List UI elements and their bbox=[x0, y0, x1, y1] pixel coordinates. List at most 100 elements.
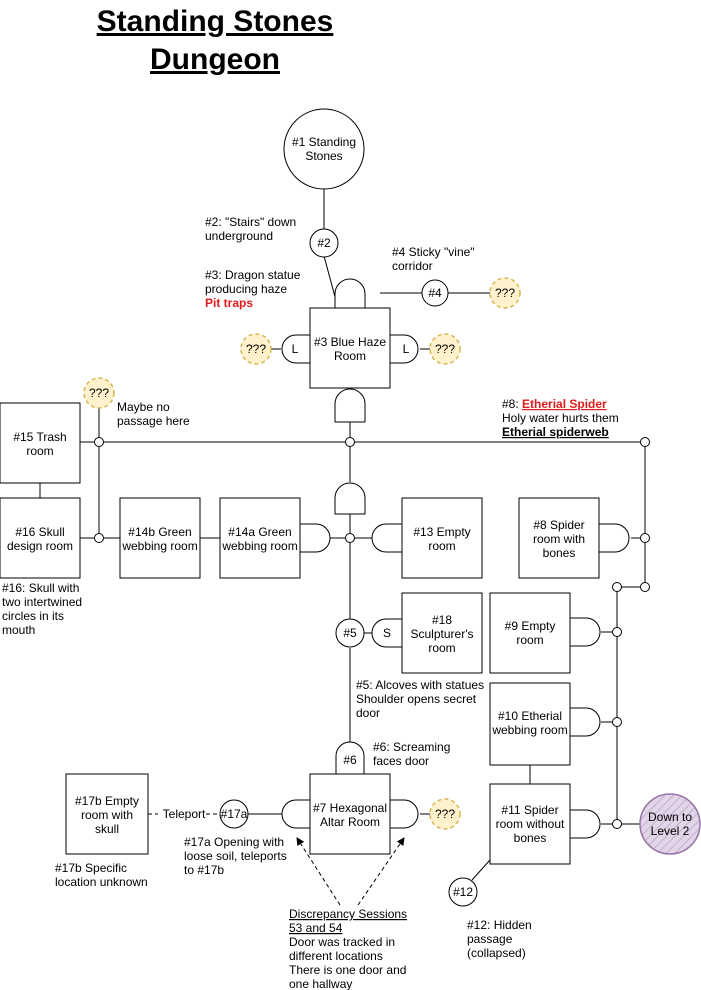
svg-text:loose soil, teleports: loose soil, teleports bbox=[184, 849, 287, 863]
room-15-trash[interactable]: #15 Trash room bbox=[0, 402, 81, 484]
svg-text:room with: room with bbox=[533, 532, 585, 546]
room-16-skull-design[interactable]: #16 Skull design room bbox=[0, 497, 81, 579]
door-11-east bbox=[569, 809, 601, 839]
teleport-label: Teleport bbox=[163, 807, 206, 821]
svg-text:Altar Room: Altar Room bbox=[320, 815, 380, 829]
svg-text:Sculpturer's: Sculpturer's bbox=[411, 627, 474, 641]
svg-text:???: ??? bbox=[435, 342, 455, 356]
room-9-empty[interactable]: #9 Empty room bbox=[489, 592, 571, 674]
svg-text:room with: room with bbox=[81, 808, 133, 822]
svg-text:circles in its: circles in its bbox=[2, 609, 64, 623]
title-line-1: Standing Stones bbox=[97, 5, 334, 38]
svg-text:room: room bbox=[428, 539, 455, 553]
svg-text:room: room bbox=[26, 444, 53, 458]
door-6-label: #6 bbox=[343, 753, 357, 767]
door-9-east bbox=[569, 617, 601, 647]
note-17b: #17b Specific location unknown bbox=[55, 861, 148, 889]
svg-text:#17b Empty: #17b Empty bbox=[75, 794, 139, 808]
svg-text:room: room bbox=[516, 633, 543, 647]
room-8-spider-bones[interactable]: #8 Spider room with bones bbox=[518, 497, 600, 579]
doors bbox=[281, 278, 630, 839]
svg-text:#18: #18 bbox=[432, 613, 452, 627]
svg-text:corridor: corridor bbox=[392, 259, 433, 273]
svg-text:#16: Skull with: #16: Skull with bbox=[2, 581, 79, 595]
unknown-passage-east-3[interactable]: ??? bbox=[429, 333, 461, 365]
svg-text:#17a Opening with: #17a Opening with bbox=[184, 835, 284, 849]
svg-text:Etherial spiderweb: Etherial spiderweb bbox=[502, 425, 609, 439]
svg-text:Level 2: Level 2 bbox=[651, 824, 690, 838]
svg-text:producing haze: producing haze bbox=[205, 282, 287, 296]
node-2-stairs[interactable]: #2 bbox=[309, 228, 339, 258]
svg-text:#2: "Stairs" down: #2: "Stairs" down bbox=[205, 215, 296, 229]
room-3-blue-haze[interactable]: #3 Blue Haze Room bbox=[309, 307, 391, 389]
svg-text:Room: Room bbox=[334, 349, 366, 363]
junctions bbox=[94, 437, 650, 829]
node-5-alcoves[interactable]: #5 bbox=[335, 618, 365, 648]
svg-text:#1 Standing: #1 Standing bbox=[292, 135, 356, 149]
svg-text:Shoulder opens secret: Shoulder opens secret bbox=[356, 692, 477, 706]
svg-text:#13 Empty: #13 Empty bbox=[413, 525, 470, 539]
svg-text:???: ??? bbox=[246, 342, 266, 356]
door-7-west bbox=[281, 799, 311, 829]
svg-text:#3 Blue Haze: #3 Blue Haze bbox=[314, 335, 386, 349]
svg-text:two intertwined: two intertwined bbox=[2, 595, 82, 609]
room-14b-green-webbing[interactable]: #14b Green webbing room bbox=[119, 497, 201, 579]
svg-text:design room: design room bbox=[7, 539, 73, 553]
note-12: #12: Hidden passage (collapsed) bbox=[467, 918, 532, 960]
svg-text:#5: #5 bbox=[343, 626, 357, 640]
door-6-screaming bbox=[335, 741, 365, 775]
door-18-secret bbox=[371, 618, 403, 648]
door-3-south bbox=[334, 388, 366, 423]
down-to-level-2[interactable]: Down to Level 2 bbox=[639, 793, 701, 855]
room-14a-green-webbing[interactable]: #14a Green webbing room bbox=[219, 497, 301, 579]
room-7-hexagonal-altar[interactable]: #7 Hexagonal Altar Room bbox=[309, 773, 391, 855]
svg-text:#12: #12 bbox=[453, 885, 473, 899]
svg-text:???: ??? bbox=[89, 386, 109, 400]
door-8-east bbox=[598, 523, 630, 553]
door-label-s: S bbox=[383, 626, 391, 640]
unknown-passage-west-3[interactable]: ??? bbox=[240, 333, 272, 365]
svg-text:#16 Skull: #16 Skull bbox=[15, 525, 64, 539]
note-8: #8: Etherial Spider Holy water hurts the… bbox=[502, 397, 619, 439]
svg-text:Discrepancy Sessions: Discrepancy Sessions bbox=[289, 907, 407, 921]
discrepancy-arrows bbox=[296, 837, 405, 906]
room-18-sculpturer[interactable]: #18 Sculpturer's room bbox=[401, 592, 483, 674]
door-label-l-east: L bbox=[403, 342, 410, 356]
svg-text:#11 Spider: #11 Spider bbox=[501, 803, 558, 817]
svg-text:Stones: Stones bbox=[305, 149, 342, 163]
door-3-north bbox=[334, 278, 366, 309]
door-14a-east bbox=[299, 523, 331, 553]
room-11-spider-no-bones[interactable]: #11 Spider room without bones bbox=[489, 783, 571, 865]
svg-text:to #17b: to #17b bbox=[184, 863, 224, 877]
svg-text:webbing room: webbing room bbox=[221, 539, 297, 553]
node-12-hidden-passage[interactable]: #12 bbox=[448, 877, 478, 907]
note-6: #6: Screaming faces door bbox=[373, 740, 450, 768]
svg-text:#17a: #17a bbox=[221, 807, 248, 821]
note-17a: #17a Opening with loose soil, teleports … bbox=[184, 835, 287, 877]
unknown-passage-north-east[interactable]: ??? bbox=[489, 277, 521, 309]
svg-text:#2: #2 bbox=[317, 236, 331, 250]
svg-text:room: room bbox=[428, 641, 455, 655]
door-10-east bbox=[569, 707, 601, 737]
room-13-empty[interactable]: #13 Empty room bbox=[401, 497, 483, 579]
svg-text:webbing room: webbing room bbox=[121, 539, 197, 553]
svg-text:different locations: different locations bbox=[289, 949, 383, 963]
room-1-standing-stones[interactable]: #1 Standing Stones bbox=[283, 108, 365, 190]
unknown-passage-east-7[interactable]: ??? bbox=[429, 798, 461, 830]
node-4-vine-corridor[interactable]: #4 bbox=[421, 279, 449, 307]
unknown-passage-north-15[interactable]: ??? bbox=[83, 377, 115, 409]
svg-text:#8 Spider: #8 Spider bbox=[533, 518, 584, 532]
room-10-etherial-webbing[interactable]: #10 Etherial webbing room bbox=[489, 682, 571, 766]
door-7-east bbox=[389, 799, 419, 829]
svg-text:#10 Etherial: #10 Etherial bbox=[498, 709, 562, 723]
svg-text:#15 Trash: #15 Trash bbox=[13, 430, 66, 444]
room-17b-empty-skull[interactable]: #17b Empty room with skull bbox=[65, 773, 149, 855]
svg-text:#5: Alcoves with statues: #5: Alcoves with statues bbox=[356, 678, 484, 692]
svg-text:webbing room: webbing room bbox=[491, 723, 567, 737]
svg-text:door: door bbox=[356, 706, 380, 720]
svg-text:Down to: Down to bbox=[648, 810, 692, 824]
note-maybe-no-passage: Maybe no passage here bbox=[117, 400, 190, 428]
svg-text:Door was tracked in: Door was tracked in bbox=[289, 935, 395, 949]
door-central-south bbox=[334, 482, 366, 515]
node-17a-opening[interactable]: #17a bbox=[219, 799, 249, 829]
